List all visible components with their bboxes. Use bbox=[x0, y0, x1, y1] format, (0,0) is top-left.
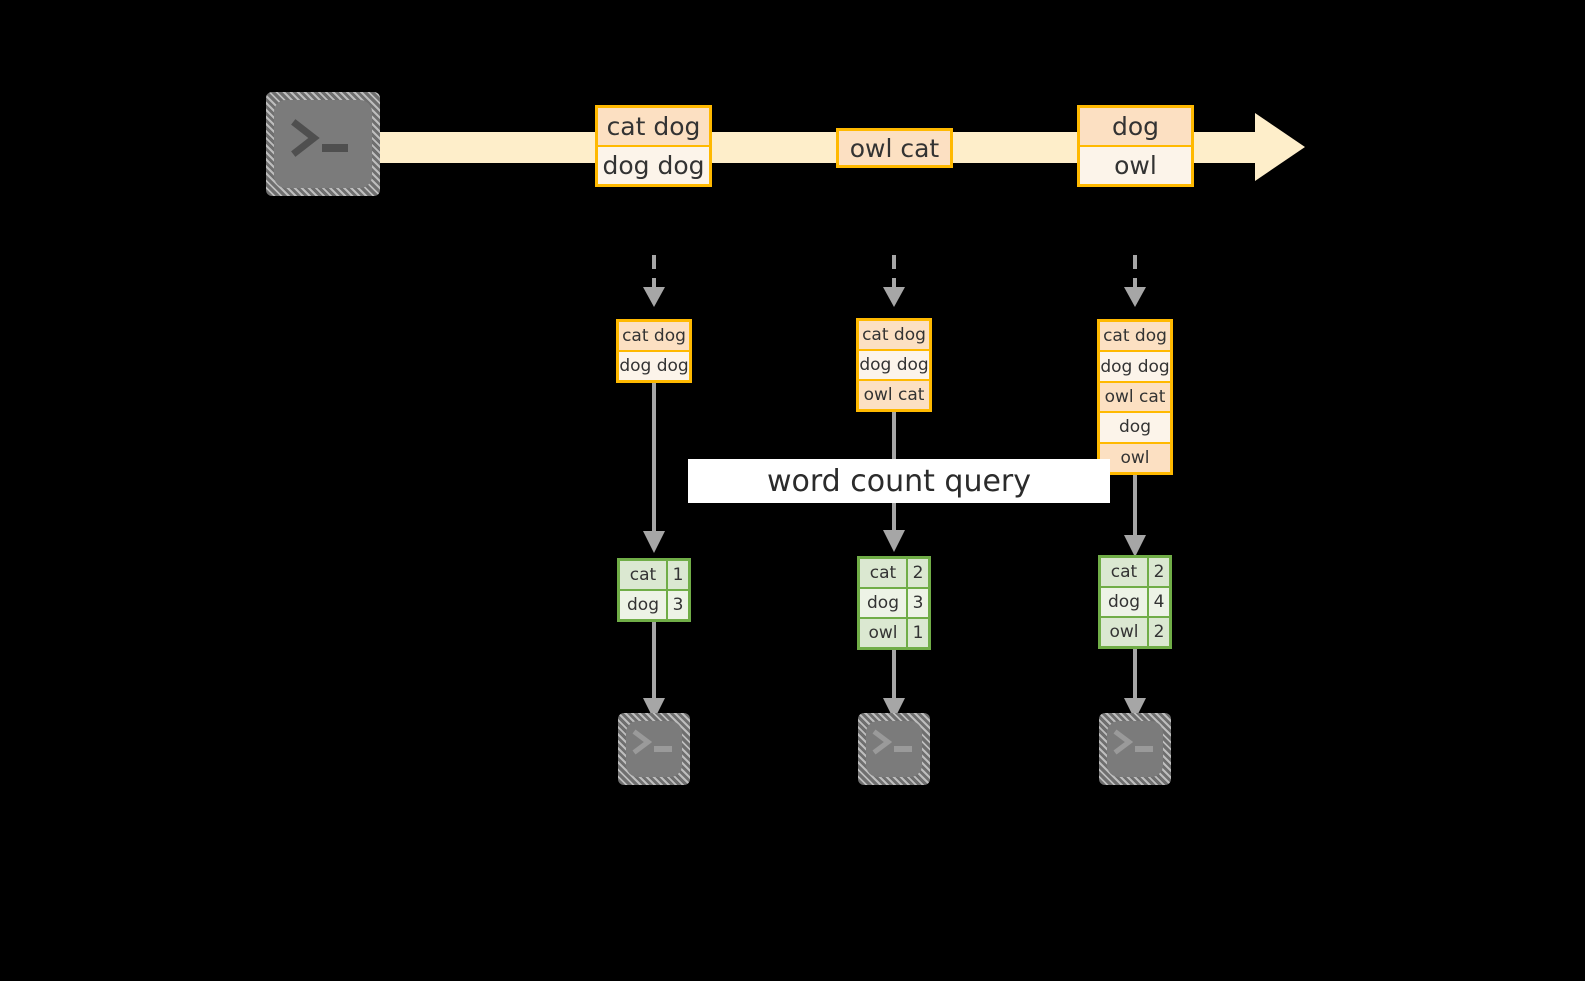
result-count: 2 bbox=[1147, 558, 1169, 586]
snapshot-1-sink-terminal-icon bbox=[618, 713, 690, 785]
result-word: dog bbox=[860, 589, 906, 617]
query-label-text: word count query bbox=[766, 463, 1032, 499]
input-line: owl bbox=[1100, 441, 1170, 473]
word-count-query-label: word count query bbox=[688, 459, 1110, 503]
result-word: cat bbox=[620, 561, 666, 589]
result-row: cat 1 bbox=[620, 561, 688, 589]
stream-record-line: cat dog bbox=[598, 108, 709, 145]
prompt-glyph-icon bbox=[1113, 729, 1153, 755]
stream-record-line: dog dog bbox=[598, 145, 709, 184]
result-word: owl bbox=[1101, 618, 1147, 646]
result-count: 1 bbox=[906, 619, 928, 647]
input-line: cat dog bbox=[859, 321, 929, 349]
snapshot-1-sink-connector bbox=[643, 622, 665, 720]
input-line: owl cat bbox=[859, 379, 929, 409]
stream-record-line: dog bbox=[1080, 108, 1191, 145]
result-count: 4 bbox=[1147, 588, 1169, 616]
snapshot-3-input-table: cat dog dog dog owl cat dog owl bbox=[1097, 319, 1173, 475]
result-word: owl bbox=[860, 619, 906, 647]
snapshot-2-sink-connector bbox=[883, 650, 905, 720]
prompt-glyph-icon bbox=[632, 729, 672, 755]
result-row: dog 4 bbox=[1101, 586, 1169, 616]
result-row: owl 1 bbox=[860, 617, 928, 647]
result-word: dog bbox=[620, 591, 666, 619]
result-count: 3 bbox=[666, 591, 688, 619]
result-word: cat bbox=[1101, 558, 1147, 586]
prompt-glyph-icon bbox=[291, 119, 348, 157]
snapshot-2-result-table: cat 2 dog 3 owl 1 bbox=[857, 556, 931, 650]
result-count: 3 bbox=[906, 589, 928, 617]
result-count: 1 bbox=[666, 561, 688, 589]
input-line: dog bbox=[1100, 411, 1170, 442]
snapshot-3-sink-connector bbox=[1124, 649, 1146, 720]
result-row: owl 2 bbox=[1101, 616, 1169, 646]
snapshot-1-query-connector bbox=[643, 383, 665, 553]
input-line: owl cat bbox=[1100, 380, 1170, 412]
snapshot-2-sink-terminal-icon bbox=[858, 713, 930, 785]
input-line: dog dog bbox=[859, 349, 929, 379]
stream-record-batch-1: cat dog dog dog bbox=[595, 105, 712, 187]
result-word: cat bbox=[860, 559, 906, 587]
result-row: cat 2 bbox=[1101, 558, 1169, 586]
input-line: cat dog bbox=[1100, 322, 1170, 351]
snapshot-1-result-table: cat 1 dog 3 bbox=[617, 558, 691, 622]
stream-record-line: owl bbox=[1080, 145, 1191, 184]
input-line: cat dog bbox=[619, 322, 689, 350]
result-count: 2 bbox=[906, 559, 928, 587]
stream-arrow bbox=[368, 113, 1305, 181]
result-row: dog 3 bbox=[860, 587, 928, 617]
input-line: dog dog bbox=[619, 350, 689, 380]
result-row: cat 2 bbox=[860, 559, 928, 587]
result-word: dog bbox=[1101, 588, 1147, 616]
snapshot-trigger-arrows bbox=[643, 255, 1146, 307]
snapshot-3-sink-terminal-icon bbox=[1099, 713, 1171, 785]
snapshot-3-result-table: cat 2 dog 4 owl 2 bbox=[1098, 555, 1172, 649]
source-terminal-icon bbox=[266, 92, 380, 196]
snapshot-2-input-table: cat dog dog dog owl cat bbox=[856, 318, 932, 412]
stream-record-batch-2: owl cat bbox=[836, 128, 953, 168]
stream-record-batch-3: dog owl bbox=[1077, 105, 1194, 187]
stream-record-line: owl cat bbox=[839, 131, 950, 165]
snapshot-1-input-table: cat dog dog dog bbox=[616, 319, 692, 383]
input-line: dog dog bbox=[1100, 350, 1170, 381]
prompt-glyph-icon bbox=[872, 729, 912, 755]
result-count: 2 bbox=[1147, 618, 1169, 646]
result-row: dog 3 bbox=[620, 589, 688, 619]
snapshot-3-query-connector bbox=[1124, 475, 1146, 557]
